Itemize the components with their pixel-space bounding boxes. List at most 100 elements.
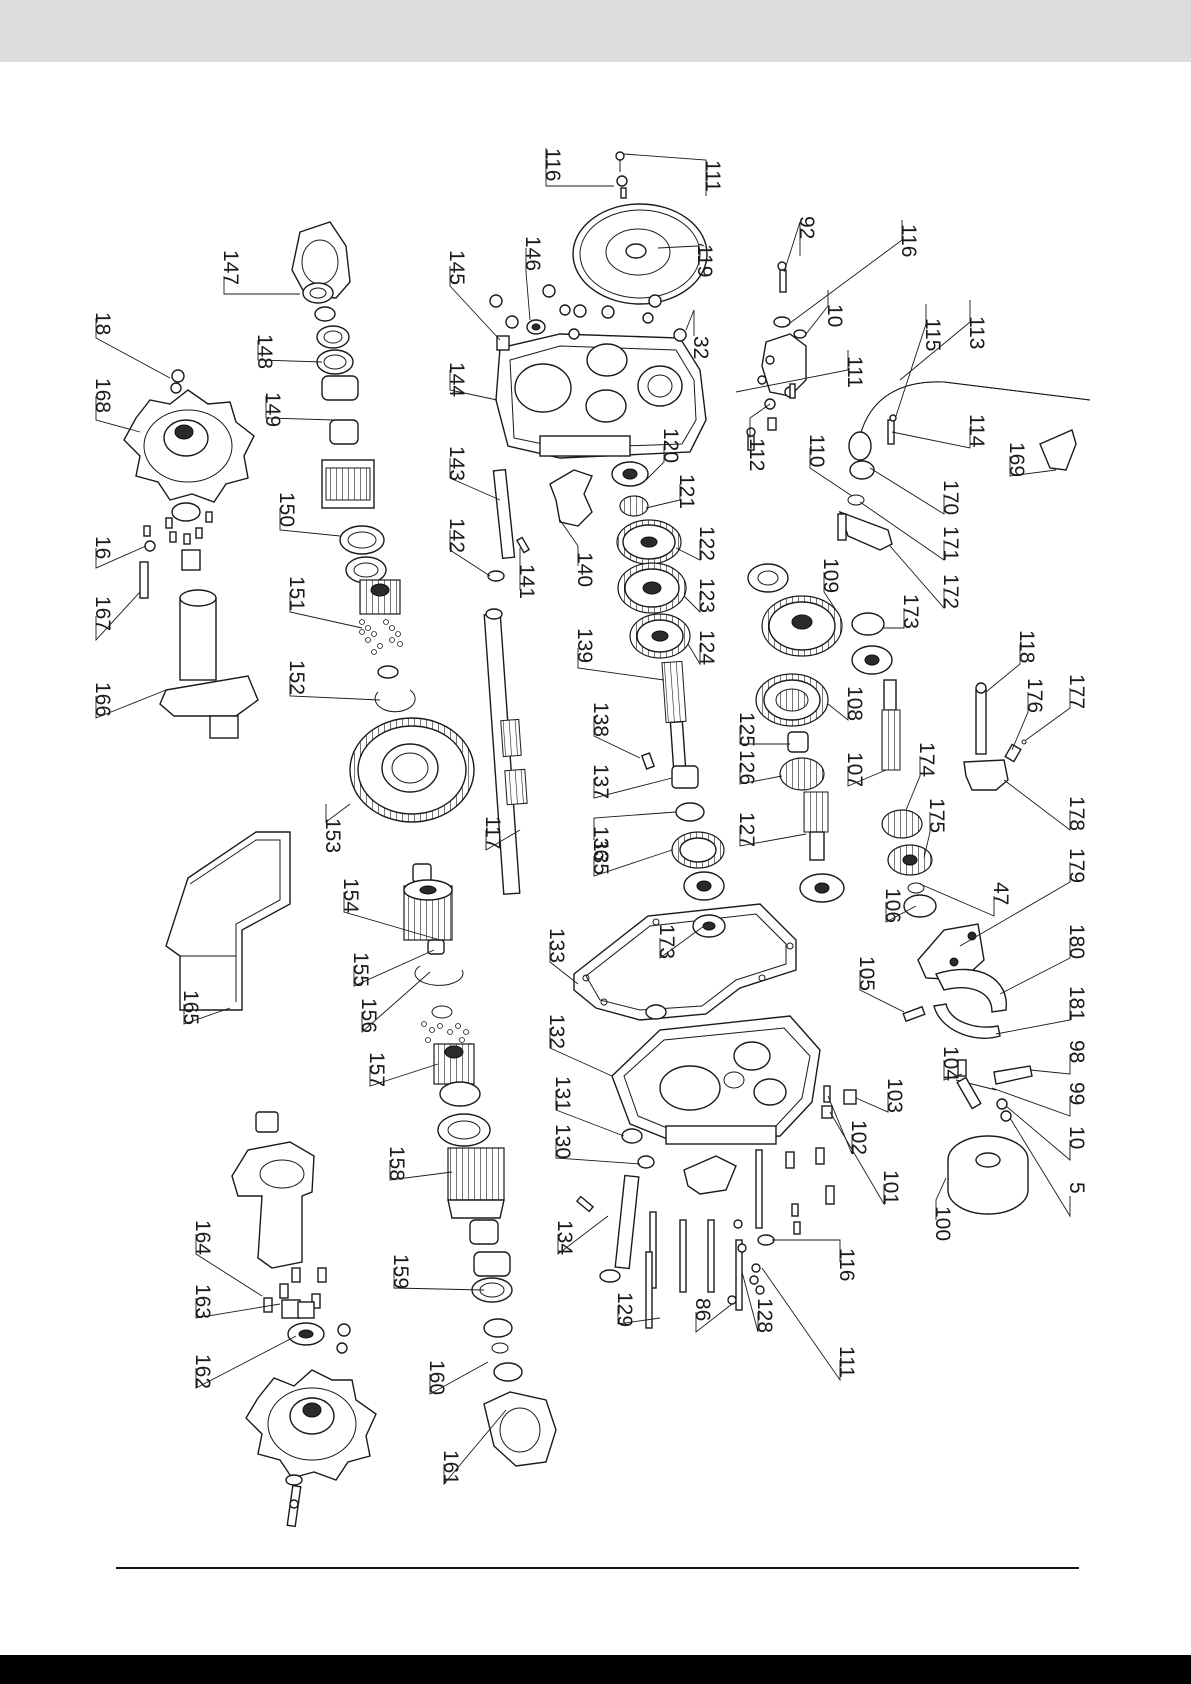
link-98-part (993, 1065, 1033, 1085)
callout-16: 16 (91, 536, 114, 559)
callout-10: 10 (823, 304, 846, 327)
callout-10: 10 (1065, 1126, 1088, 1149)
callout-155: 155 (349, 952, 372, 987)
washer-173-part (851, 612, 885, 636)
drum-100-part (947, 1135, 1029, 1215)
callout-164: 164 (191, 1220, 214, 1255)
callout-145: 145 (445, 250, 468, 285)
callout-132: 132 (545, 1014, 568, 1049)
bolts-163-part (263, 1267, 327, 1319)
callout-130: 130 (551, 1124, 574, 1159)
callout-175: 175 (925, 798, 948, 833)
washer-10-part (996, 1098, 1008, 1110)
callout-131: 131 (551, 1076, 574, 1111)
axle-housing-164-part (231, 1141, 315, 1269)
callout-139: 139 (573, 628, 596, 663)
gear-122-part (616, 519, 682, 565)
footer-divider (116, 1567, 1079, 1569)
leader-lines (95, 148, 1071, 1486)
callout-146: 146 (521, 236, 544, 271)
bushing-158-part (469, 1219, 499, 1245)
shaft-107-part (881, 679, 901, 771)
key-138-part (640, 752, 656, 770)
bushing-154-top-part (412, 863, 432, 883)
sprocket-168-part (123, 389, 255, 503)
detent-118-part (975, 682, 987, 755)
callout-180: 180 (1065, 924, 1088, 959)
gasket-161-part (483, 1391, 557, 1467)
pin-141-part (515, 536, 531, 554)
callout-179: 179 (1065, 848, 1088, 883)
callout-169: 169 (1005, 442, 1028, 477)
bracket-112-part (746, 261, 807, 451)
guard-165-part (165, 831, 291, 1011)
callout-105: 105 (855, 956, 878, 991)
callout-140: 140 (573, 552, 596, 587)
callout-173: 173 (899, 594, 922, 629)
bushing-125-part (787, 731, 809, 753)
callout-5: 5 (1065, 1182, 1088, 1194)
callout-107: 107 (843, 752, 866, 787)
callout-176: 176 (1023, 678, 1046, 713)
top-bolt-part (615, 151, 628, 199)
ball-177-part (1021, 739, 1027, 745)
shaft-117-part (483, 608, 528, 895)
callout-174: 174 (915, 742, 938, 777)
axle-housing-166-part (159, 589, 259, 739)
ring-171-part (847, 494, 865, 506)
gear-121-part (619, 495, 649, 517)
callout-98: 98 (1065, 1040, 1088, 1063)
callout-138: 138 (589, 702, 612, 737)
callout-153: 153 (321, 818, 344, 853)
callout-173: 173 (655, 924, 678, 959)
callout-92: 92 (795, 216, 818, 239)
plug-103-part (843, 1089, 857, 1105)
pulley-119-part (572, 203, 708, 305)
bolts-16-part (139, 502, 213, 599)
callout-147: 147 (219, 250, 242, 285)
gear-135-part (671, 831, 725, 901)
brake-plate-179-part (917, 923, 985, 981)
long-bolts-part (645, 1147, 835, 1329)
upper-housing-144-part (495, 333, 707, 459)
ball-142-part (487, 570, 505, 582)
callout-168: 168 (91, 378, 114, 413)
lever-113-part (848, 381, 1091, 461)
callout-162: 162 (191, 1354, 214, 1389)
gear-151-part (359, 579, 403, 679)
callout-171: 171 (939, 526, 962, 561)
nut-5-part (1000, 1110, 1012, 1122)
callout-152: 152 (285, 660, 308, 695)
callout-114: 114 (965, 414, 988, 448)
brake-shoe-180-part (935, 968, 1007, 1013)
seal-159-part (471, 1251, 523, 1382)
callout-116: 116 (897, 224, 920, 257)
callout-165: 165 (179, 990, 202, 1025)
callout-166: 166 (91, 682, 114, 717)
callout-178: 178 (1065, 796, 1088, 831)
callout-141: 141 (515, 564, 538, 599)
callout-167: 167 (91, 596, 114, 631)
spring-176-part (1004, 743, 1022, 763)
callout-103: 103 (883, 1078, 906, 1113)
plug-near-102-part (821, 1105, 833, 1119)
callout-120: 120 (659, 428, 682, 463)
washer-stack-147-149-part (302, 282, 387, 584)
shaft-143-part (492, 468, 516, 560)
callout-111: 111 (843, 356, 866, 388)
washer-131-part (621, 1128, 643, 1144)
callout-126: 126 (735, 750, 758, 785)
callout-135: 135 (589, 840, 612, 875)
gear-174-part (881, 809, 923, 839)
cap-134-part (599, 1269, 621, 1283)
callout-142: 142 (445, 518, 468, 553)
gear-124-part (629, 613, 691, 659)
callout-143: 143 (445, 446, 468, 481)
callout-161: 161 (439, 1450, 462, 1485)
callout-100: 100 (931, 1206, 954, 1241)
callout-112: 112 (745, 438, 768, 471)
callout-121: 121 (675, 474, 698, 509)
callout-156: 156 (357, 998, 380, 1033)
callout-119: 119 (693, 244, 716, 277)
callout-154: 154 (339, 878, 362, 913)
